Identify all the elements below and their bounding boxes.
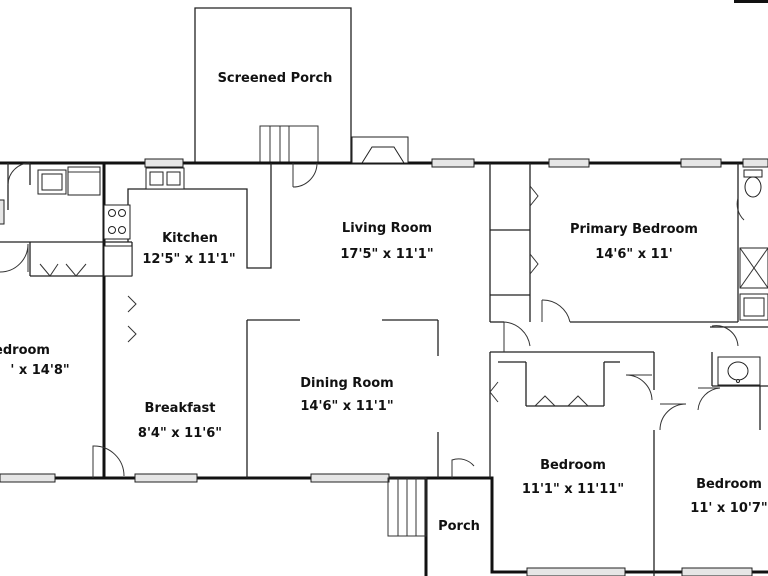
middle-bedroom-label: Bedroom [540, 458, 606, 473]
primary-bedroom-dims: 14'6" x 11' [595, 247, 672, 262]
breakfast-label: Breakfast [145, 401, 216, 416]
porch-label: Porch [438, 519, 480, 534]
living-room-label: Living Room [342, 221, 432, 236]
west-bedroom-dims: ' x 14'8" [10, 363, 69, 378]
east-bedroom-dims: 11' x 10'7" [690, 501, 767, 516]
dining-room-label: Dining Room [300, 376, 393, 391]
west-bedroom-label: edroom [0, 343, 50, 358]
door-swings [0, 162, 745, 478]
kitchen-label: Kitchen [162, 231, 218, 246]
room-labels: Screened Porch Kitchen 12'5" x 11'1" Liv… [0, 71, 768, 534]
toilet-tank [743, 169, 763, 178]
toilet-bowl [744, 176, 762, 198]
window-east-bedroom [681, 567, 753, 576]
window-middle-bedroom [526, 567, 626, 576]
corner-mark [734, 0, 768, 3]
window-dining [310, 473, 390, 483]
window-bath [742, 158, 768, 168]
middle-bedroom-dims: 11'1" x 11'11" [522, 482, 624, 497]
primary-bedroom-label: Primary Bedroom [570, 222, 698, 237]
fixtures [37, 0, 768, 386]
fireplace-hearth [361, 146, 405, 164]
window-breakfast [134, 473, 198, 483]
window-kitchen [144, 158, 184, 168]
screened-porch-label: Screened Porch [218, 71, 333, 86]
refrigerator [103, 245, 133, 277]
closet-doors [39, 185, 589, 407]
kitchen-dims: 12'5" x 11'1" [142, 252, 235, 267]
east-bedroom-label: Bedroom [696, 477, 762, 492]
window-west-bedroom [0, 473, 56, 483]
stove [103, 204, 131, 240]
window-west-side [0, 199, 5, 225]
living-room-dims: 17'5" x 11'1" [340, 247, 433, 262]
window-primary-1 [548, 158, 590, 168]
breakfast-dims: 8'4" x 11'6" [138, 426, 222, 441]
dining-room-dims: 14'6" x 11'1" [300, 399, 393, 414]
windows [0, 158, 768, 576]
window-living [431, 158, 475, 168]
window-primary-2 [680, 158, 722, 168]
porch-steps [387, 477, 427, 537]
